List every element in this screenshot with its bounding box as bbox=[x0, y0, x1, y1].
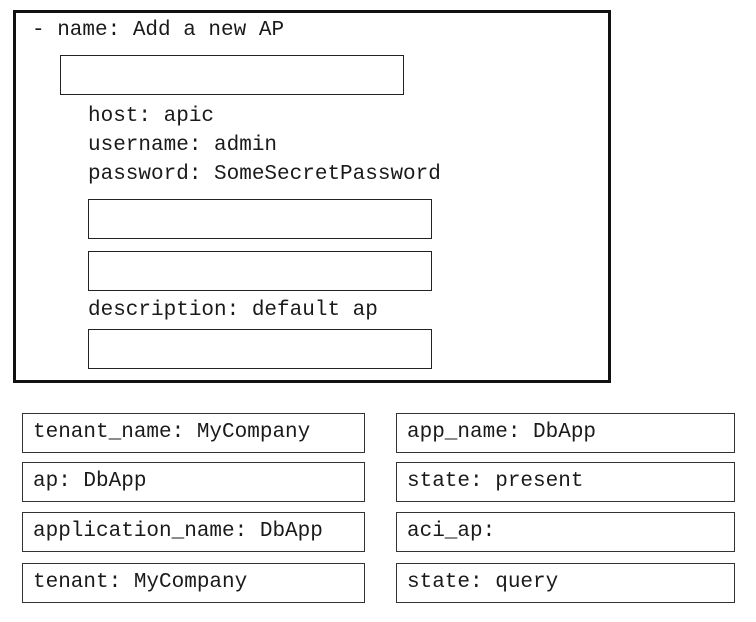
option-app-name[interactable]: app_name: DbApp bbox=[396, 413, 735, 453]
option-ap[interactable]: ap: DbApp bbox=[22, 462, 365, 502]
option-application-name[interactable]: application_name: DbApp bbox=[22, 512, 365, 552]
option-tenant-name[interactable]: tenant_name: MyCompany bbox=[22, 413, 365, 453]
drop-slot-1[interactable] bbox=[60, 55, 404, 95]
task-name-line: - name: Add a new AP bbox=[32, 19, 285, 42]
drop-slot-4[interactable] bbox=[88, 329, 432, 369]
option-state-present[interactable]: state: present bbox=[396, 462, 735, 502]
drop-slot-2[interactable] bbox=[88, 199, 432, 239]
password-line: password: SomeSecretPassword bbox=[88, 163, 441, 186]
drop-slot-3[interactable] bbox=[88, 251, 432, 291]
description-line: description: default ap bbox=[88, 299, 378, 322]
username-line: username: admin bbox=[88, 134, 278, 157]
option-aci-ap[interactable]: aci_ap: bbox=[396, 512, 735, 552]
option-state-query[interactable]: state: query bbox=[396, 563, 735, 603]
option-tenant[interactable]: tenant: MyCompany bbox=[22, 563, 365, 603]
host-line: host: apic bbox=[88, 105, 215, 128]
yaml-task-panel: - name: Add a new AP host: apic username… bbox=[13, 10, 611, 383]
